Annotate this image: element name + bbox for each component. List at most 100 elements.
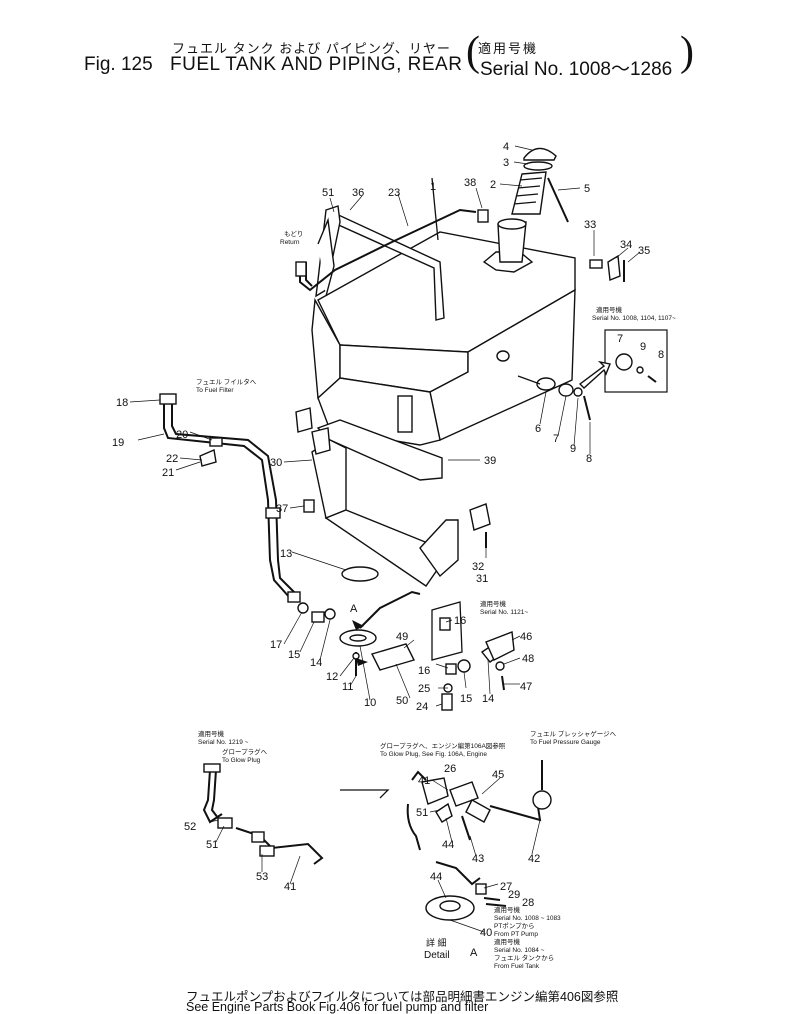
note-serial-1008-1083-jp: 適用号機 bbox=[494, 905, 521, 914]
callout-9: 9 bbox=[570, 443, 576, 455]
note-glow-plug2-en: To Glow Plug, See Fig. 106A, Engine bbox=[380, 751, 487, 758]
note-serial-1084-jp: 適用号機 bbox=[494, 937, 521, 946]
note-serial-1008-1083-en: Serial No. 1008 ~ 1083 bbox=[494, 915, 561, 922]
return-fitting bbox=[295, 261, 307, 277]
callout-34: 34 bbox=[620, 239, 632, 251]
bracket-close: ) bbox=[680, 29, 694, 75]
callout-26: 26 bbox=[444, 763, 456, 775]
bracket-32 bbox=[469, 503, 491, 531]
callout-3: 3 bbox=[503, 157, 509, 169]
elbow-37 bbox=[303, 499, 315, 513]
callout-8-inset: 8 bbox=[658, 349, 664, 361]
clip-49 bbox=[370, 643, 416, 671]
filter-assembly bbox=[340, 760, 552, 851]
callout-16b: 16 bbox=[418, 665, 430, 677]
callout-12: 12 bbox=[326, 671, 338, 683]
inset-drain-variant bbox=[578, 329, 668, 393]
note-return-en: Return bbox=[280, 239, 300, 246]
callout-7: 7 bbox=[553, 433, 559, 445]
filler-cap bbox=[523, 147, 557, 161]
callout-14b: 14 bbox=[482, 693, 494, 705]
washer-15b bbox=[457, 659, 471, 673]
callout-41-inset: 41 bbox=[284, 881, 296, 893]
note-serial-1219-en: Serial No. 1219 ~ bbox=[198, 739, 249, 746]
note-serial-1084-en: Serial No. 1084 ~ bbox=[494, 947, 545, 954]
elbow-18 bbox=[159, 393, 177, 405]
note-serial-1121-jp: 適用号機 bbox=[480, 599, 507, 608]
gasket-6 bbox=[536, 377, 556, 391]
clamp-34 bbox=[607, 254, 621, 281]
callout-5: 5 bbox=[584, 183, 590, 195]
note-pt-pump-en: From PT Pump bbox=[494, 931, 538, 938]
callout-31: 31 bbox=[476, 573, 488, 585]
note-fuel-filter-jp: フュエル フイルタへ bbox=[196, 377, 257, 386]
callout-9-inset: 9 bbox=[640, 341, 646, 353]
callout-17: 17 bbox=[270, 639, 282, 651]
callout-44b: 44 bbox=[430, 871, 442, 883]
packing bbox=[523, 161, 553, 171]
callout-51-inset: 51 bbox=[206, 839, 218, 851]
detail-a-view bbox=[425, 861, 507, 921]
cover-13 bbox=[341, 566, 379, 582]
note-glow-plug-en: To Glow Plug bbox=[222, 757, 261, 764]
callout-18: 18 bbox=[116, 397, 128, 409]
note-pressure-gauge-jp: フュエル プレッシャゲージへ bbox=[530, 729, 617, 738]
note-glow-plug-jp: グロープラグへ bbox=[222, 747, 268, 756]
bolt-47 bbox=[501, 675, 505, 691]
callout-52: 52 bbox=[184, 821, 196, 833]
plug-16b bbox=[445, 663, 457, 675]
callout-49: 49 bbox=[396, 631, 408, 643]
note-glow-plug2-jp: グロープラグへ、エンジン編第106A図参照 bbox=[380, 741, 506, 750]
plug-16a bbox=[439, 617, 451, 631]
detail-jp: 詳 細 bbox=[426, 937, 447, 948]
note-pressure-gauge-en: To Fuel Pressure Gauge bbox=[530, 739, 601, 746]
callout-13: 13 bbox=[280, 548, 292, 560]
callout-44: 44 bbox=[442, 839, 454, 851]
suction-pipe bbox=[359, 590, 421, 629]
inset-glow-plug bbox=[202, 763, 324, 865]
callout-40: 40 bbox=[480, 927, 492, 939]
block-46 bbox=[485, 631, 515, 661]
callout-6: 6 bbox=[535, 423, 541, 435]
callout-23: 23 bbox=[388, 187, 400, 199]
note-fuel-filter-en: To Fuel Filter bbox=[196, 387, 234, 394]
note-fuel-tank-jp: フュエル タンクから bbox=[494, 953, 554, 962]
page-title: FUEL TANK AND PIPING, REAR bbox=[170, 54, 463, 75]
nipple-14 bbox=[324, 608, 336, 620]
callout-43: 43 bbox=[472, 853, 484, 865]
callout-11: 11 bbox=[342, 681, 353, 693]
hose-fitting bbox=[287, 591, 301, 603]
callout-4: 4 bbox=[503, 141, 509, 153]
note-serial-1008-jp: 適用号機 bbox=[596, 305, 623, 314]
callout-21: 21 bbox=[162, 467, 174, 479]
return-pipe bbox=[299, 208, 477, 292]
callout-39: 39 bbox=[484, 455, 496, 467]
callout-50: 50 bbox=[396, 695, 408, 707]
fuel-tank bbox=[311, 218, 576, 446]
callout-2: 2 bbox=[490, 179, 496, 191]
note-serial-1121-en: Serial No. 1121~ bbox=[480, 609, 528, 616]
callout-15b: 15 bbox=[460, 693, 472, 705]
callout-16a: 16 bbox=[454, 615, 466, 627]
fuel-hose-19 bbox=[163, 402, 291, 599]
detail-letter: A bbox=[470, 947, 478, 959]
chain bbox=[547, 177, 569, 223]
arrow-a bbox=[352, 620, 364, 630]
callout-28: 28 bbox=[522, 897, 534, 909]
callout-47: 47 bbox=[520, 681, 532, 693]
figure-number: Fig. 125 bbox=[84, 54, 153, 75]
callout-33: 33 bbox=[584, 219, 596, 231]
bracket-open: ( bbox=[466, 29, 480, 75]
serial-japanese: 適用号機 bbox=[478, 41, 539, 56]
bolt-8 bbox=[583, 395, 591, 421]
callout-32: 32 bbox=[472, 561, 484, 573]
note-fuel-tank-en: From Fuel Tank bbox=[494, 963, 540, 970]
serial-range: Serial No. 1008～1286 bbox=[480, 59, 673, 80]
callout-35: 35 bbox=[638, 245, 650, 257]
callout-48: 48 bbox=[522, 653, 534, 665]
callout-8: 8 bbox=[586, 453, 592, 465]
clamp-20 bbox=[209, 437, 223, 447]
plug-7 bbox=[558, 383, 574, 397]
callout-10: 10 bbox=[364, 697, 376, 709]
